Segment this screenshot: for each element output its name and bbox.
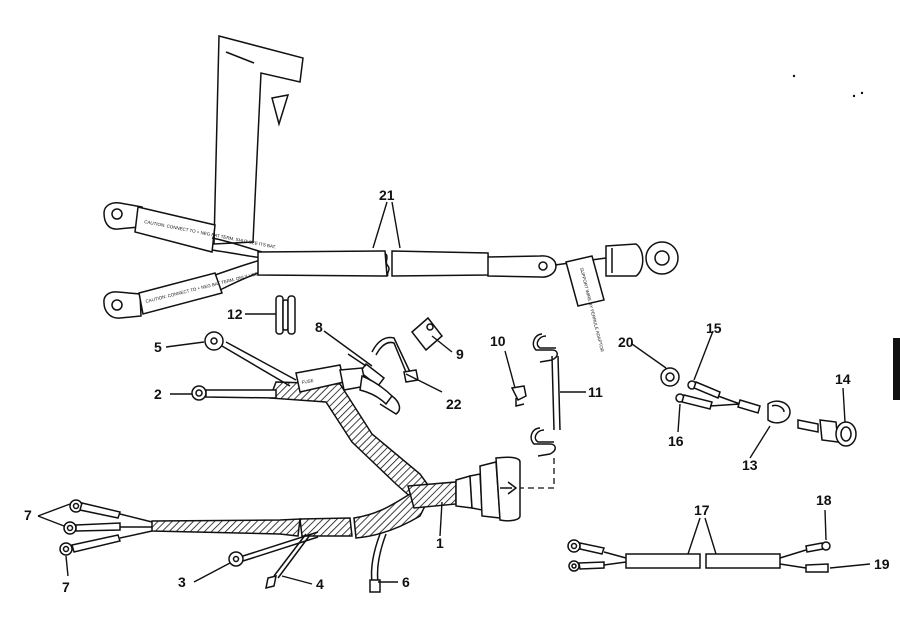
- clip-10: [510, 385, 527, 407]
- wire-4: [265, 533, 311, 590]
- boot-13: [767, 400, 791, 424]
- wire-3: [228, 531, 319, 567]
- bracket-11: [520, 333, 561, 489]
- callout-22: 22: [446, 396, 462, 412]
- speck: [792, 74, 796, 78]
- callout-12: 12: [227, 306, 243, 322]
- speck: [860, 91, 864, 95]
- nut-20: [660, 367, 680, 387]
- grommet-12: [275, 295, 296, 335]
- wires-7: [59, 499, 153, 556]
- warning-triangle-icon: [271, 94, 290, 127]
- callout-14: 14: [835, 371, 851, 387]
- callout-15: 15: [706, 320, 722, 336]
- callout-19: 19: [874, 556, 890, 572]
- callout-6: 6: [402, 574, 410, 590]
- callout-9: 9: [456, 346, 464, 362]
- callout-1: 1: [436, 535, 444, 551]
- callout-7-upper: 7: [24, 507, 32, 523]
- callout-8: 8: [315, 319, 323, 335]
- leader-lines: [37, 201, 871, 585]
- callout-17: 17: [694, 502, 710, 518]
- callout-2: 2: [154, 386, 162, 402]
- switch-assembly: [660, 367, 857, 447]
- callout-7-lower: 7: [62, 579, 70, 595]
- callout-3: 3: [178, 574, 186, 590]
- wire-6: [369, 533, 387, 593]
- wire-5: [204, 331, 297, 387]
- cable-17: [567, 539, 831, 573]
- switch-14: [819, 419, 839, 443]
- callout-16: 16: [668, 433, 684, 449]
- callout-20: 20: [618, 334, 634, 350]
- callout-5: 5: [154, 339, 162, 355]
- callout-18: 18: [816, 492, 832, 508]
- callout-labels: 21 12 5 2 8 9 22 10 11 1 7 7 3 4 6 20 15…: [24, 187, 890, 595]
- fuse-holder-text: FUSE: [301, 378, 314, 385]
- lower-tag-text: CAUTION: CONNECT TO + NEG BAT TERM. ONLY…: [145, 267, 276, 304]
- callout-11: 11: [588, 384, 603, 400]
- main-harness-1: FUSE: [151, 364, 521, 539]
- callout-4: 4: [316, 576, 324, 592]
- wire-2: [191, 385, 277, 401]
- callout-21: 21: [379, 187, 395, 203]
- speck: [852, 94, 856, 98]
- clip-9: [410, 316, 444, 352]
- page-edge-tab: [893, 338, 900, 400]
- callout-13: 13: [742, 457, 758, 473]
- callout-10: 10: [490, 333, 506, 349]
